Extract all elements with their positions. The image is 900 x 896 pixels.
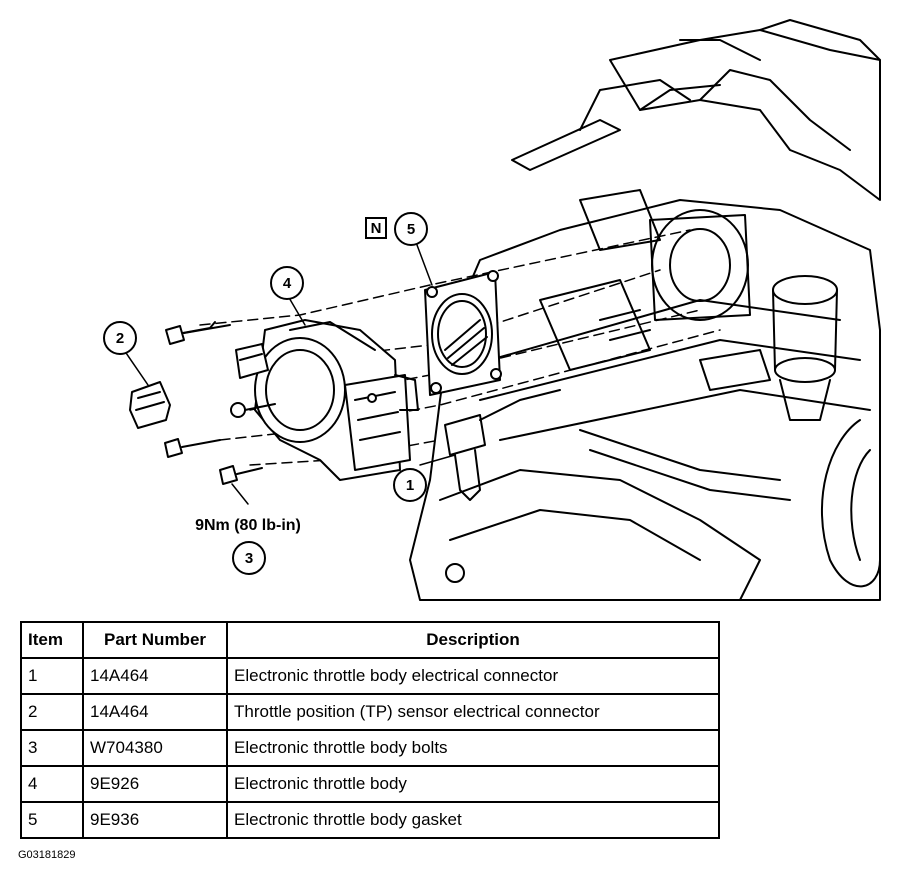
header-item: Item — [20, 621, 84, 659]
callout-1: 1 — [393, 468, 427, 502]
bolt-lower-1 — [164, 438, 221, 458]
callout-4: 4 — [270, 266, 304, 300]
table-header-row: Item Part Number Description — [20, 621, 720, 659]
row-description: Electronic throttle body bolts — [226, 729, 720, 767]
intake-manifold — [511, 19, 881, 201]
callout-5-label: 5 — [407, 221, 415, 238]
row-item: 2 — [20, 693, 84, 731]
row-description: Electronic throttle body electrical conn… — [226, 657, 720, 695]
notice-symbol-label: N — [371, 220, 382, 237]
row-item: 3 — [20, 729, 84, 767]
row-item: 1 — [20, 657, 84, 695]
bolt-lower-2 — [219, 465, 263, 485]
callout-5: 5 — [394, 212, 428, 246]
engine-throttle-opening — [579, 189, 751, 321]
callout-3-label: 3 — [245, 550, 253, 567]
callout-2: 2 — [103, 321, 137, 355]
row-part-number: W704380 — [82, 729, 228, 767]
row-item: 5 — [20, 801, 84, 839]
header-description: Description — [226, 621, 720, 659]
table-row: 5 9E936 Electronic throttle body gasket — [20, 801, 720, 839]
tp-sensor-connector — [129, 343, 269, 429]
callout-1-label: 1 — [406, 477, 414, 494]
throttle-body-gasket — [424, 270, 502, 396]
oil-filler — [772, 275, 838, 421]
table-row: 3 W704380 Electronic throttle body bolts — [20, 729, 720, 767]
lower-manifold — [439, 419, 881, 601]
row-part-number: 14A464 — [82, 693, 228, 731]
bolt-middle — [230, 402, 276, 418]
row-part-number: 14A464 — [82, 657, 228, 695]
parts-table: Item Part Number Description 1 14A464 El… — [20, 621, 720, 839]
notice-symbol: N — [365, 217, 387, 239]
row-part-number: 9E926 — [82, 765, 228, 803]
exploded-view-diagram: 1 2 3 4 5 N 9Nm (80 lb-in) — [103, 19, 881, 601]
header-part-number: Part Number — [82, 621, 228, 659]
callout-2-label: 2 — [116, 330, 124, 347]
row-description: Throttle position (TP) sensor electrical… — [226, 693, 720, 731]
electronic-throttle-body — [254, 319, 419, 481]
row-part-number: 9E936 — [82, 801, 228, 839]
callout-3: 3 — [232, 541, 266, 575]
harness-connector — [444, 389, 561, 501]
torque-spec: 9Nm (80 lb-in) — [195, 517, 301, 534]
table-row: 2 14A464 Throttle position (TP) sensor e… — [20, 693, 720, 731]
table-row: 1 14A464 Electronic throttle body electr… — [20, 657, 720, 695]
bolt-upper — [165, 321, 231, 345]
row-description: Electronic throttle body gasket — [226, 801, 720, 839]
table-row: 4 9E926 Electronic throttle body — [20, 765, 720, 803]
row-description: Electronic throttle body — [226, 765, 720, 803]
leader-lines — [123, 244, 456, 505]
figure-id: G03181829 — [18, 849, 76, 861]
callout-4-label: 4 — [283, 275, 292, 292]
engine-block — [409, 199, 881, 601]
row-item: 4 — [20, 765, 84, 803]
